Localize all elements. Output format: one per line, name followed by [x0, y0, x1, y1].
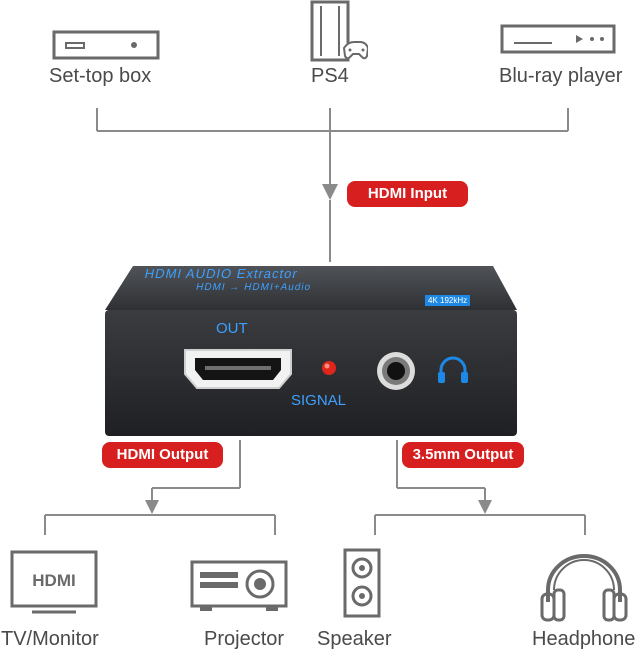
- device-title: HDMI AUDIO Extractor: [143, 266, 300, 281]
- device-spec-badge: 4K 192kHz: [425, 295, 471, 306]
- input-arrow: [322, 184, 338, 200]
- set-top-box-icon: [52, 30, 160, 60]
- audio-output-arrow: [478, 500, 492, 514]
- speaker-icon: [343, 548, 381, 618]
- signal-label: SIGNAL: [291, 392, 347, 409]
- audio-output-badge: 3.5mm Output: [402, 442, 524, 468]
- headphone-icon: [540, 554, 628, 622]
- source-label-ps4: PS4: [311, 65, 349, 87]
- output-label-projector: Projector: [204, 628, 285, 650]
- hdmi-output-badge: HDMI Output: [102, 442, 223, 468]
- tv-screen-text: HDMI: [32, 571, 75, 590]
- output-label-tv-monitor: TV/Monitor: [1, 628, 99, 650]
- hdmi-output-arrow: [145, 500, 159, 514]
- bluray-player-icon: [500, 24, 616, 54]
- source-label-set-top-box: Set-top box: [49, 65, 152, 87]
- projector-icon: [190, 560, 288, 611]
- hdmi-input-badge: HDMI Input: [347, 181, 468, 207]
- ps4-console-icon: [310, 0, 368, 62]
- output-label-speaker: Speaker: [317, 628, 392, 650]
- out-port-label: OUT: [216, 320, 248, 337]
- output-label-headphone: Headphone: [532, 628, 636, 650]
- headphone-port-icon: [439, 356, 467, 380]
- tv-monitor-icon: HDMI: [10, 550, 98, 614]
- source-label-bluray: Blu-ray player: [499, 65, 623, 87]
- device-subtitle: HDMI → HDMI+Audio: [194, 282, 313, 293]
- hdmi-audio-extractor-device: [105, 266, 517, 436]
